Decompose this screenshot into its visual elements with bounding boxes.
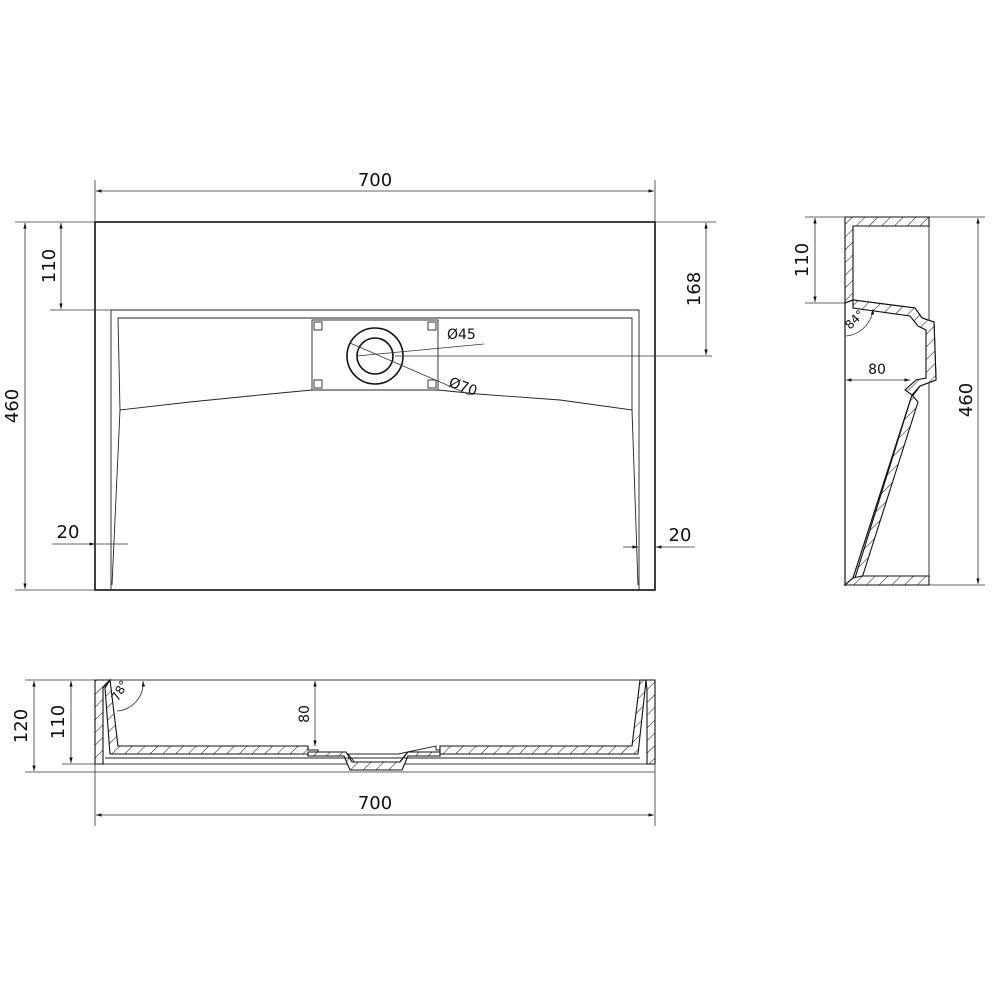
side-bottom-section	[843, 575, 930, 586]
side-bowl-outline	[844, 299, 937, 587]
front-view: 120 110 78° 80 700	[11, 678, 656, 826]
top-view: Ø45 Ø70 700 460 110 168 20 20	[2, 170, 716, 591]
top-width-label: 700	[358, 170, 392, 191]
side-view: 110 460 84° 80	[792, 216, 985, 587]
front-width-label: 700	[358, 793, 392, 814]
front-right-wall	[645, 679, 656, 765]
side-drain-section	[852, 299, 937, 396]
front-height-label: 120	[11, 709, 32, 743]
drain-offset-label: 168	[684, 272, 705, 306]
side-ledge-label: 110	[792, 243, 813, 277]
drain-outer-diameter: Ø70	[447, 375, 480, 400]
front-left-wall	[94, 679, 112, 765]
plate-corner	[313, 321, 323, 331]
left-wall-label: 20	[57, 522, 80, 543]
plate-corner	[427, 379, 437, 389]
drain-outer-circle	[346, 327, 404, 385]
front-bowl-label: 80	[297, 705, 313, 723]
side-front-wall-section	[854, 393, 919, 579]
side-angle-arc	[845, 308, 875, 337]
drain-plate	[311, 319, 439, 391]
drain-outer-leader	[349, 342, 471, 396]
front-angle-arc	[116, 680, 146, 712]
basin-side-walls	[111, 409, 639, 586]
plate-corner	[427, 321, 437, 331]
drain-inner-circle	[356, 337, 394, 375]
front-drain-hatch	[307, 751, 441, 771]
front-rim-label: 110	[48, 705, 69, 739]
top-view-outline	[94, 221, 656, 591]
side-bowl-label: 80	[868, 362, 886, 378]
front-left-bowl-section	[104, 678, 319, 755]
drain-inner-diameter: Ø45	[447, 327, 476, 343]
top-ledge-label: 110	[39, 249, 60, 283]
right-wall-label: 20	[669, 525, 692, 546]
front-right-bowl-section	[439, 679, 647, 755]
top-depth-label: 460	[2, 389, 23, 423]
side-depth-label: 460	[956, 383, 977, 417]
side-top-section	[844, 216, 930, 304]
basin-back-slope	[117, 317, 633, 411]
basin-outer-edge	[110, 309, 640, 590]
drain-inner-leader	[356, 343, 485, 357]
plate-corner	[313, 379, 323, 389]
